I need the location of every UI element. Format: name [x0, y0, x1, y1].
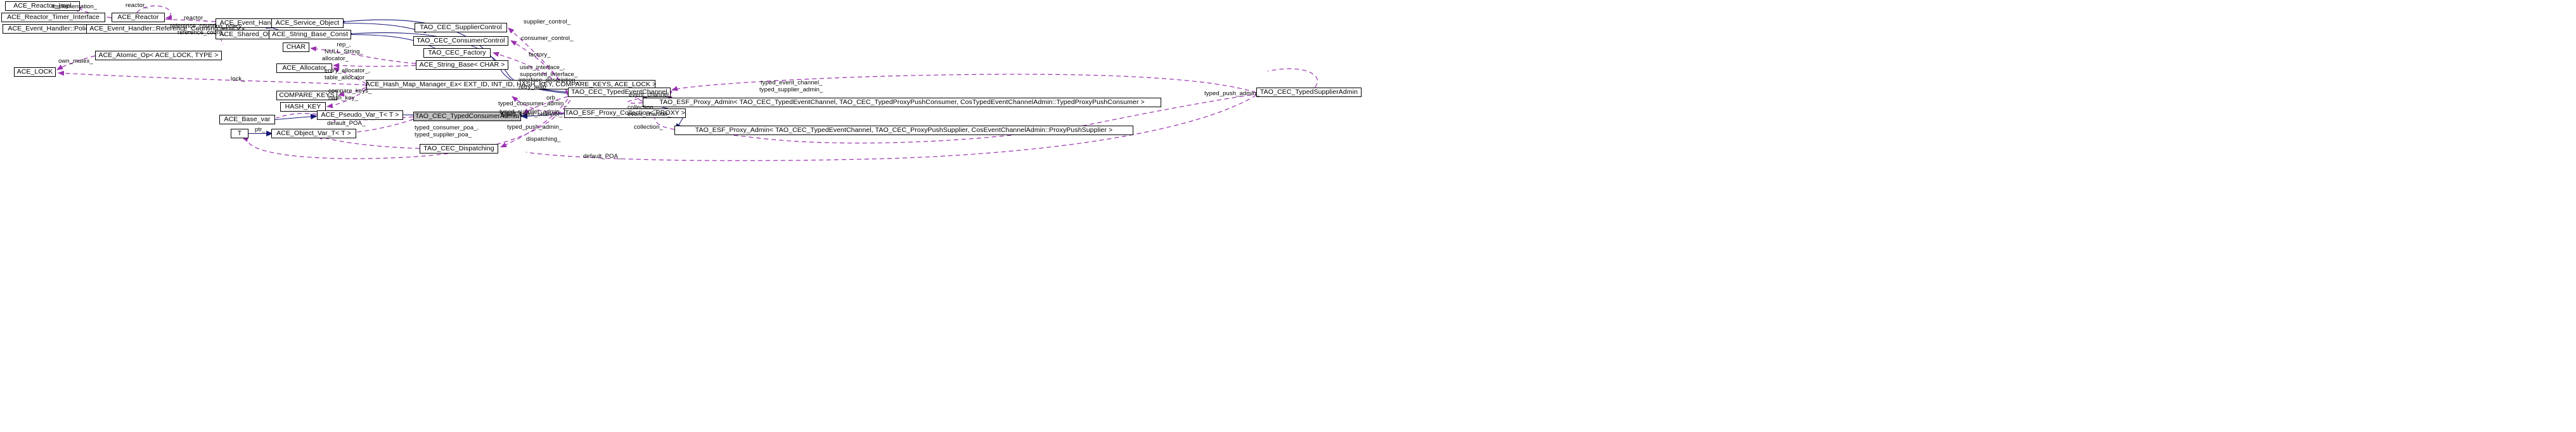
class-node[interactable]: ACE_Atomic_Op< ACE_LOCK, TYPE >	[95, 51, 222, 60]
class-node[interactable]: ACE_String_Base< CHAR >	[416, 60, 508, 70]
class-node[interactable]: TAO_CEC_ConsumerControl	[413, 36, 508, 46]
class-node[interactable]: ACE_LOCK	[14, 67, 56, 77]
class-node[interactable]: T	[231, 129, 248, 138]
class-node[interactable]: ACE_Event_Handler::Reference_Counting_Po…	[86, 24, 243, 34]
edge-label: factory_	[529, 51, 551, 58]
class-node[interactable]: ACE_Pseudo_Var_T< T >	[317, 110, 403, 120]
class-node[interactable]: TAO_CEC_Factory	[423, 48, 491, 58]
class-node[interactable]: TAO_ESF_Proxy_Collection< PROXY >	[564, 108, 686, 118]
class-node[interactable]: CHAR	[283, 43, 309, 52]
edge-label: hash_key_	[328, 95, 358, 101]
edge-label: collection_, event_channel_	[628, 104, 671, 118]
edge-label: interface_description_, retry_map_	[518, 77, 581, 91]
class-node[interactable]: ACE_Reactor_Timer_Interface	[1, 13, 105, 22]
edge-label: uses_interface_, supported_interface_	[520, 64, 578, 78]
edge-label: typed_consumer_admin_	[498, 100, 567, 107]
class-node[interactable]: ACE_Service_Object	[271, 18, 344, 28]
edge-label: compare_keys_	[328, 88, 372, 95]
class-node[interactable]: TAO_CEC_TypedConsumerAdmin	[413, 112, 521, 121]
class-node[interactable]: ACE_Event_Handler::Policy	[3, 24, 98, 34]
edge-label: consumer_control_	[521, 35, 574, 42]
class-node[interactable]: ACE_Object_Var_T< T >	[271, 129, 356, 138]
class-node[interactable]: ACE_Hash_Map_Manager_Ex< EXT_ID, INT_ID,…	[365, 80, 657, 89]
edge-label: typed_event_channel_	[501, 111, 563, 118]
edge-label: lock_	[231, 75, 245, 82]
class-node[interactable]: TAO_CEC_TypedEventChannel	[568, 88, 671, 97]
edge-label: collection_	[634, 124, 663, 131]
edge-label: implementation_	[52, 3, 98, 10]
edge-label: reactor_	[126, 2, 148, 9]
class-node[interactable]: TAO_ESF_Proxy_Admin< TAO_CEC_TypedEventC…	[643, 98, 1161, 107]
edge-label: dispatching_	[526, 136, 561, 143]
class-node[interactable]: TAO_CEC_SupplierControl	[415, 23, 507, 32]
class-node[interactable]: ACE_Event_Handler	[216, 18, 287, 28]
class-node[interactable]: ACE_Base_var	[219, 115, 275, 124]
edge-label: typed_supplier_admin_	[499, 108, 564, 115]
edge-label: entry_allocator_, table_allocator_	[325, 67, 370, 81]
edge-label: orb_	[546, 95, 559, 101]
edge-label: default_POA_	[327, 120, 366, 127]
edge-label: reactor_	[184, 15, 207, 22]
edge-label: typed_event_channel_	[761, 79, 823, 86]
edge-label: event_channel_	[629, 91, 673, 98]
edge-label: reference_counting_policy_	[170, 23, 245, 30]
edge-label: typed_supplier_admin_	[759, 86, 823, 93]
edge-label: typed_push_admin_	[507, 124, 563, 131]
edge-label: typed_push_admin_	[1204, 90, 1260, 97]
edge-label: own_mutex_	[58, 58, 93, 65]
class-node[interactable]: HASH_KEY	[280, 102, 326, 112]
class-node[interactable]: ACE_Reactor_Impl	[5, 1, 80, 11]
edge-label: rep_, NULL_String_	[325, 41, 363, 55]
edge-label: reference_count_	[177, 29, 226, 36]
class-node[interactable]: TAO_CEC_TypedSupplierAdmin	[1256, 88, 1362, 97]
class-node[interactable]: COMPARE_KEYS	[276, 91, 337, 100]
edge-label: typed_consumer_poa_, typed_supplier_poa_	[415, 124, 479, 138]
class-node[interactable]: ACE_Allocator	[276, 63, 332, 73]
class-node[interactable]: ACE_String_Base_Const	[269, 30, 351, 39]
class-node[interactable]: ACE_Reactor	[112, 13, 165, 22]
edge-label: allocator_	[322, 55, 349, 62]
class-node[interactable]: TAO_CEC_Dispatching	[420, 144, 498, 154]
edge-label: default_POA_	[583, 153, 622, 160]
edge-label: supplier_control_	[524, 18, 571, 25]
edge-label: ptr_	[255, 126, 266, 133]
class-node[interactable]: TAO_ESF_Proxy_Admin< TAO_CEC_TypedEventC…	[674, 126, 1133, 135]
